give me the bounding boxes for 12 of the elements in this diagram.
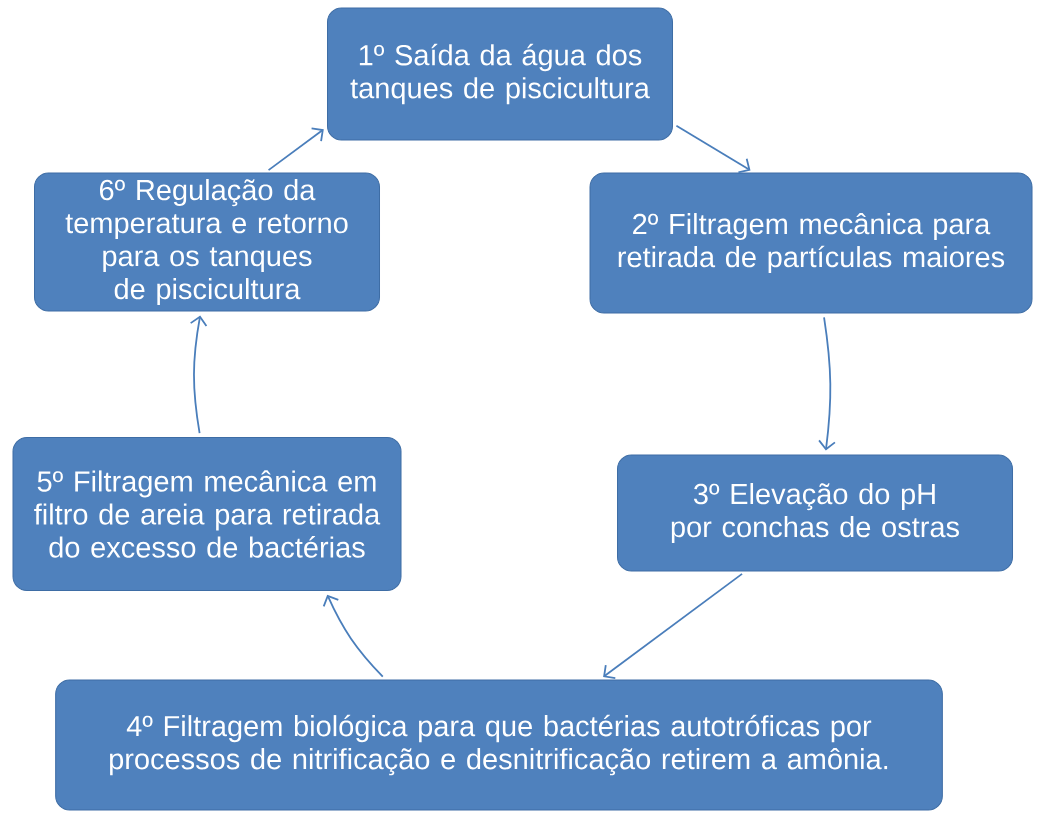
arrow [322,594,384,678]
process-box: 2º Filtragem mecânica para retirada de partículas maiores [589,172,1033,314]
process-box: 3º Elevação do pH por conchas de ostras [617,454,1013,572]
arrow [675,124,751,174]
arrow [818,316,836,451]
process-box: 6º Regulação da temperatura e retorno para os tanques de piscicultura [34,172,380,312]
process-box: 5º Filtragem mecânica em filtro de areia para retirada do excesso de bactérias [12,437,402,591]
arrow [603,573,743,679]
arrow [189,315,208,434]
process-box: 4º Filtragem biológica para que bactérias autotróficas por processos de nitrificação e desnitrificação retirem a amônia. [55,679,943,811]
arrow [267,127,324,171]
process-box: 1º Saída da água dos tanques de piscicultura [327,7,673,141]
